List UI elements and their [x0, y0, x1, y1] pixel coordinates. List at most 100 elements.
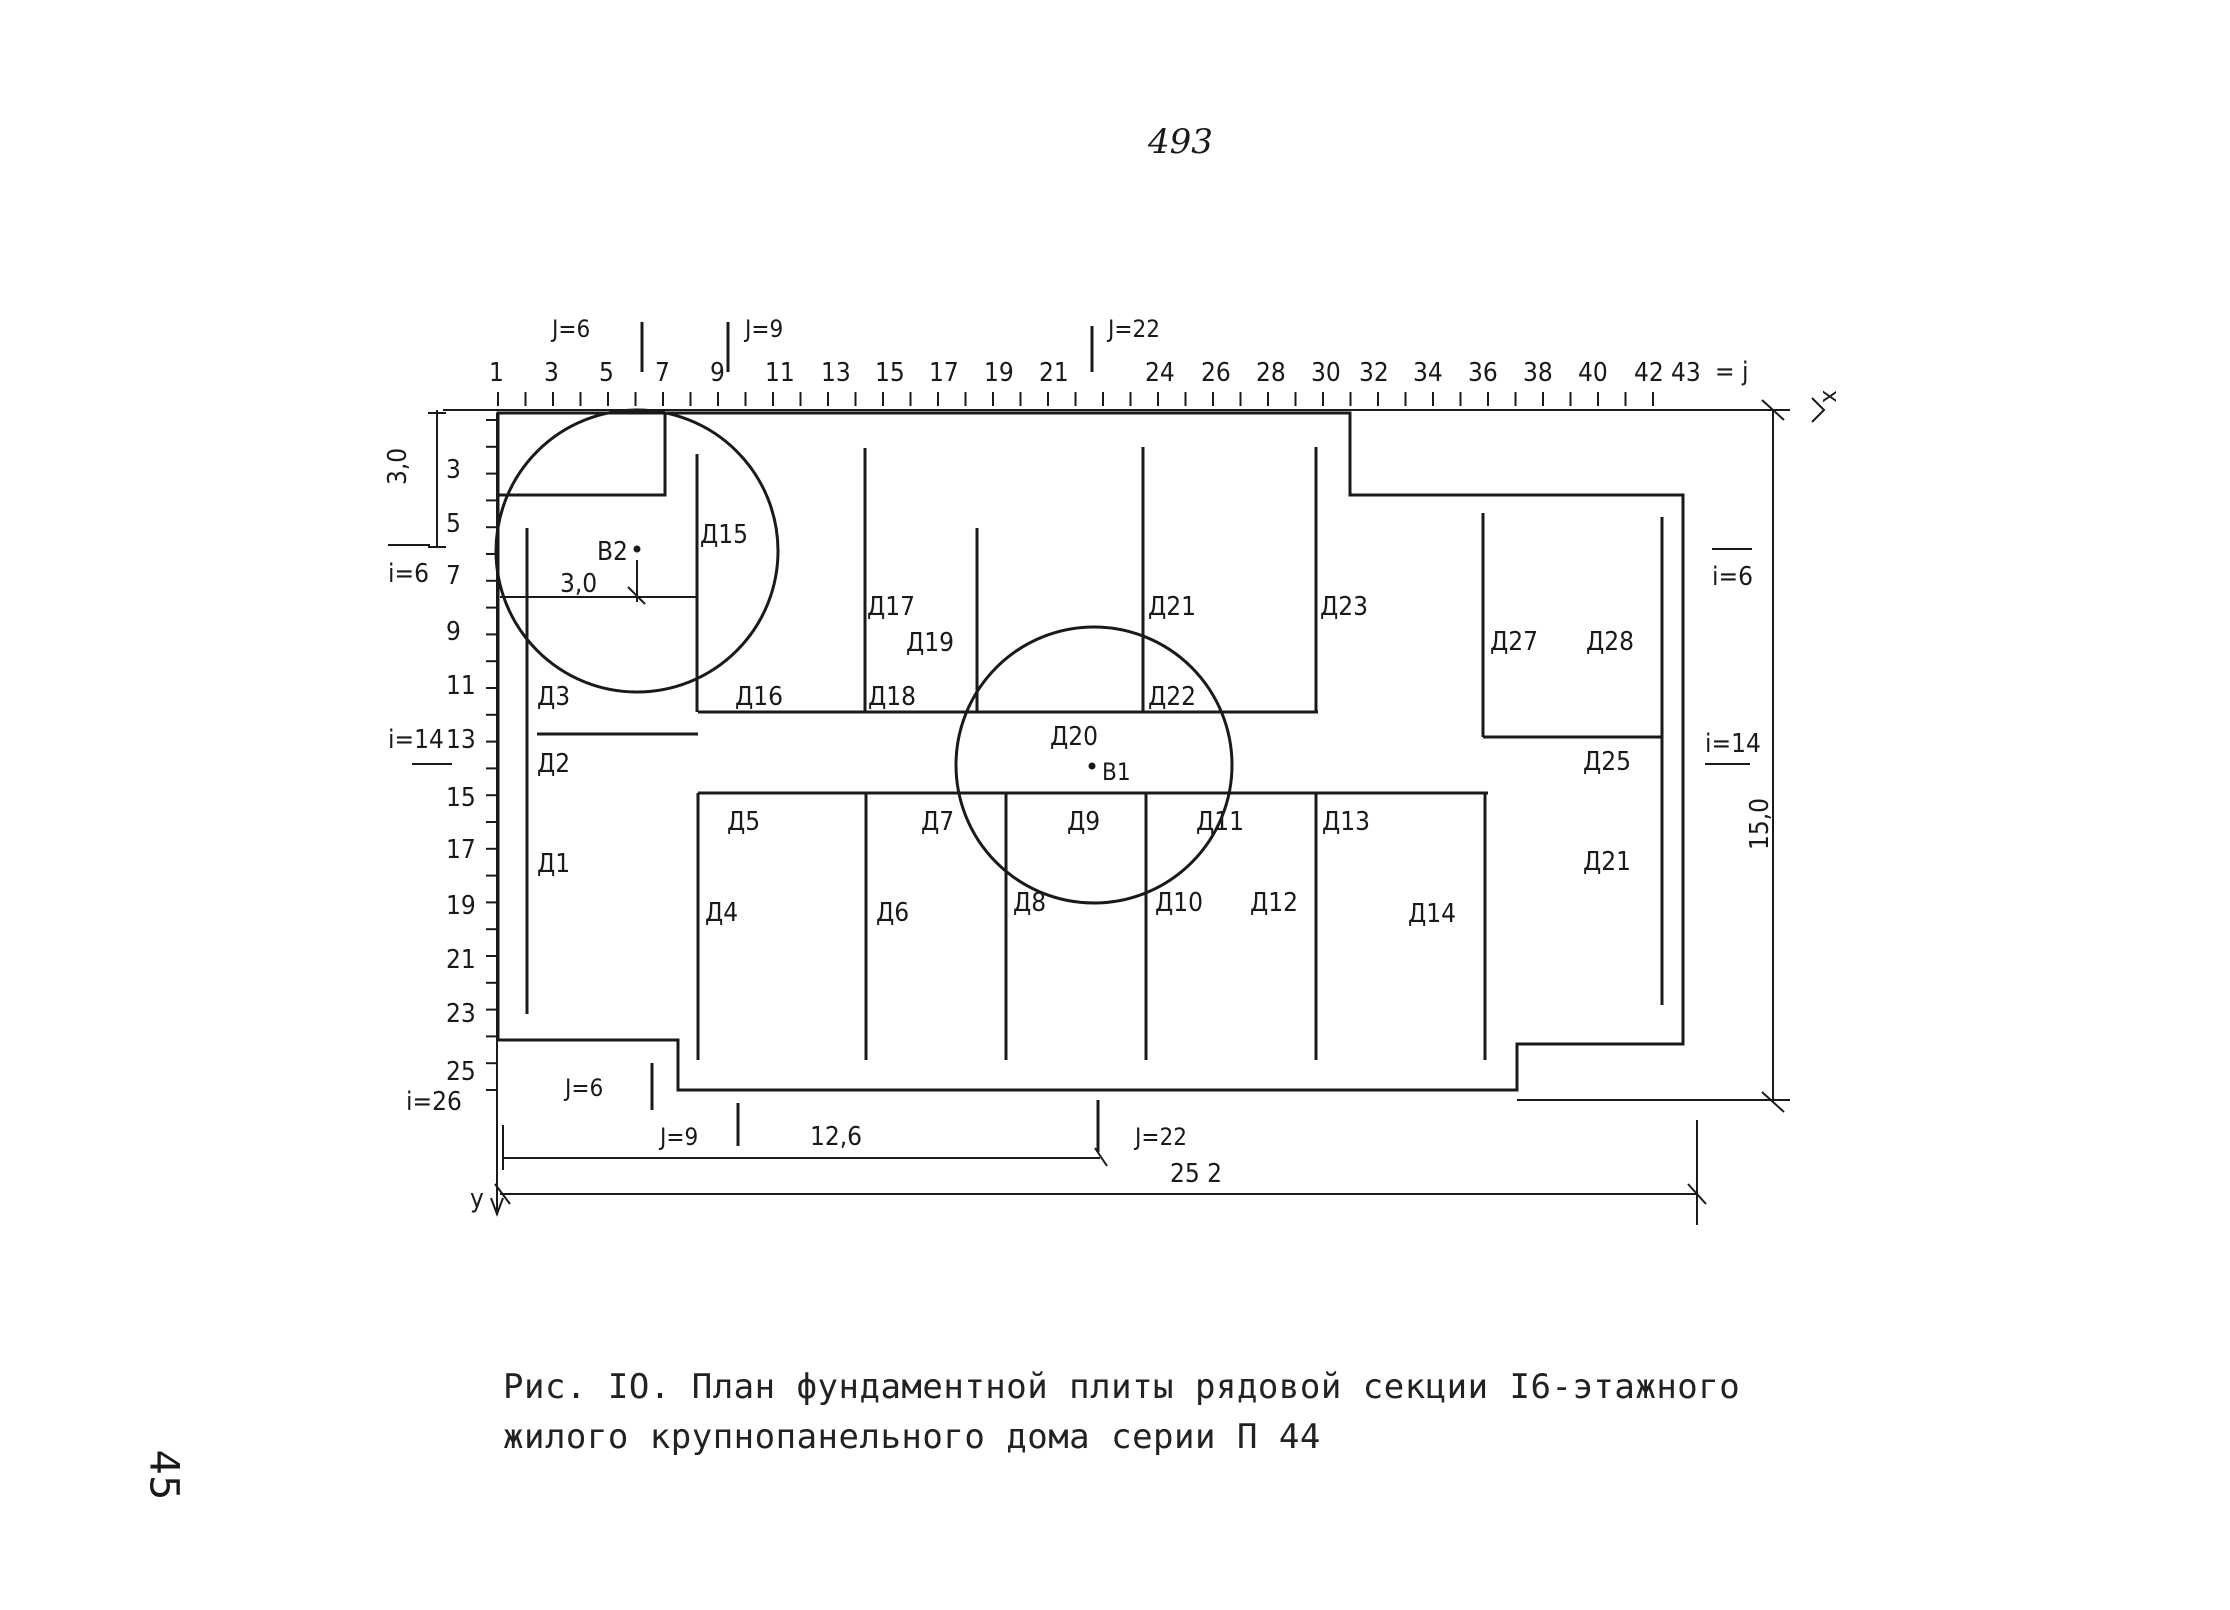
- top-axis-tick-label: 36: [1468, 358, 1498, 388]
- section-label-j9-bottom: J=9: [658, 1123, 698, 1151]
- top-axis-tick-label: 13: [821, 358, 851, 388]
- section-label-j22-bottom: J=22: [1133, 1123, 1187, 1151]
- section-label-j22-top: J=22: [1106, 315, 1160, 343]
- caption-line-1: Рис. IO. План фундаментной плиты рядовой…: [503, 1367, 1741, 1407]
- y-axis-label: y: [470, 1184, 484, 1214]
- figure-caption: Рис. IO. План фундаментной плиты рядовой…: [503, 1362, 1903, 1462]
- page-number-top: 493: [1148, 122, 1213, 162]
- left-axis-tick-label: 15: [446, 783, 476, 813]
- dimension-12-6: 12,6: [810, 1122, 862, 1152]
- left-axis-tick-label: 3: [446, 455, 461, 485]
- row-mark-i14-right: i=14: [1705, 729, 1761, 759]
- top-axis-tick-label: 5: [599, 358, 614, 388]
- left-axis-tick-label: 13: [446, 725, 476, 755]
- top-axis-tick-label: 40: [1578, 358, 1608, 388]
- left-axis-tick-label: 23: [446, 999, 476, 1029]
- top-axis-tick-label: 24: [1145, 358, 1175, 388]
- section-label-j6-top: J=6: [550, 315, 590, 343]
- left-axis-tick-label: 19: [446, 891, 476, 921]
- left-axis-tick-label: 17: [446, 835, 476, 865]
- left-axis-tick-label: 11: [446, 671, 476, 701]
- top-axis-tick-label: 3: [544, 358, 559, 388]
- zone-label: Д10: [1155, 888, 1203, 918]
- left-axis-labels: 3 5 7 9 11 13 15 17 19 21 23 25: [446, 455, 476, 1087]
- x-axis-arrow: [1811, 397, 1826, 423]
- zone-label: Д11: [1196, 807, 1244, 837]
- top-axis-tick-label: 26: [1201, 358, 1231, 388]
- top-axis-tick-label: 42: [1634, 358, 1664, 388]
- top-axis-tick-label: 19: [984, 358, 1014, 388]
- dim-tick-25-2-left: [494, 1183, 511, 1205]
- zone-label: Д28: [1586, 627, 1634, 657]
- top-axis-tick-label: 30: [1311, 358, 1341, 388]
- left-dimension-label: 3,0: [383, 448, 413, 485]
- zone-label: Д6: [876, 898, 909, 928]
- x-axis-label: x: [1817, 390, 1845, 403]
- left-axis-tick-label: 21: [446, 945, 476, 975]
- zone-label: Д19: [906, 628, 954, 658]
- zone-label: Д17: [867, 592, 915, 622]
- dimension-25-2: 25 2: [1170, 1159, 1222, 1189]
- zone-label: Д3: [537, 682, 570, 712]
- section-label-j6-bottom: J=6: [563, 1074, 603, 1102]
- left-axis-tick-label: 5: [446, 509, 461, 539]
- influence-circle-b1: [954, 625, 1234, 905]
- zone-label: Д14: [1408, 899, 1456, 929]
- notch-top-left: [498, 413, 667, 497]
- zone-label: Д15: [700, 520, 748, 550]
- zone-label: Д1: [537, 849, 570, 879]
- row-mark-i6-left: i=6: [388, 559, 429, 589]
- dim-tick-12-6-right: [1094, 1147, 1108, 1167]
- plate-outline: [496, 411, 1685, 1092]
- left-axis-ticks: [486, 419, 497, 1091]
- zone-label: Д20: [1050, 722, 1098, 752]
- dim-tick-25-2-right: [1687, 1183, 1707, 1205]
- zone-label: Д2: [537, 749, 570, 779]
- zone-labels: Д1Д2Д3Д4Д5Д6Д7Д8Д9Д10Д11Д12Д13Д14Д15Д16Д…: [537, 520, 1634, 929]
- left-axis-tick-label: 9: [446, 617, 461, 647]
- zone-label: Д12: [1250, 888, 1298, 918]
- right-dimension-label: 15,0: [1745, 798, 1775, 850]
- point-b2-marker: [633, 545, 641, 553]
- top-axis-tick-label: 7: [655, 358, 670, 388]
- zone-label: Д25: [1583, 747, 1631, 777]
- left-axis-tick-label: 25: [446, 1057, 476, 1087]
- y-axis-arrow: [490, 1197, 504, 1217]
- section-label-j9-top: J=9: [743, 315, 783, 343]
- zone-label: Д18: [868, 682, 916, 712]
- top-axis-tick-label: 28: [1256, 358, 1286, 388]
- left-axis-tick-label: 7: [446, 561, 461, 591]
- top-axis-tick-label: 9: [710, 358, 725, 388]
- zone-label: Д9: [1067, 807, 1100, 837]
- top-axis-tick-label: 21: [1039, 358, 1069, 388]
- cell-dimension-label: 3,0: [560, 569, 597, 599]
- zone-label: Д16: [735, 682, 783, 712]
- zone-label: Д5: [727, 807, 760, 837]
- top-axis-tick-label: 43: [1671, 358, 1701, 388]
- top-axis-tick-label: 38: [1523, 358, 1553, 388]
- zone-label: Д8: [1013, 888, 1046, 918]
- zone-label: Д21: [1583, 847, 1631, 877]
- zone-label: Д27: [1490, 627, 1538, 657]
- zone-label: Д13: [1322, 807, 1370, 837]
- top-axis-tick-label: 17: [929, 358, 959, 388]
- row-mark-i26-left: i=26: [406, 1087, 462, 1117]
- point-b2-label: B2: [597, 537, 628, 567]
- zone-label: Д21: [1148, 592, 1196, 622]
- top-axis-tick-label: 32: [1359, 358, 1389, 388]
- row-mark-i6-right: i=6: [1712, 562, 1753, 592]
- top-axis-tick-label: 15: [875, 358, 905, 388]
- point-b1-label: B1: [1102, 758, 1131, 786]
- top-axis-tick-label: 34: [1413, 358, 1443, 388]
- top-axis-ticks: [497, 392, 1654, 406]
- zone-label: Д4: [705, 898, 738, 928]
- zone-label: Д7: [921, 807, 954, 837]
- top-axis-suffix: = j: [1715, 357, 1749, 387]
- row-mark-i14-left: i=14: [388, 725, 444, 755]
- zone-label: Д23: [1320, 592, 1368, 622]
- point-b1-marker: [1088, 762, 1096, 770]
- zone-label: Д22: [1148, 682, 1196, 712]
